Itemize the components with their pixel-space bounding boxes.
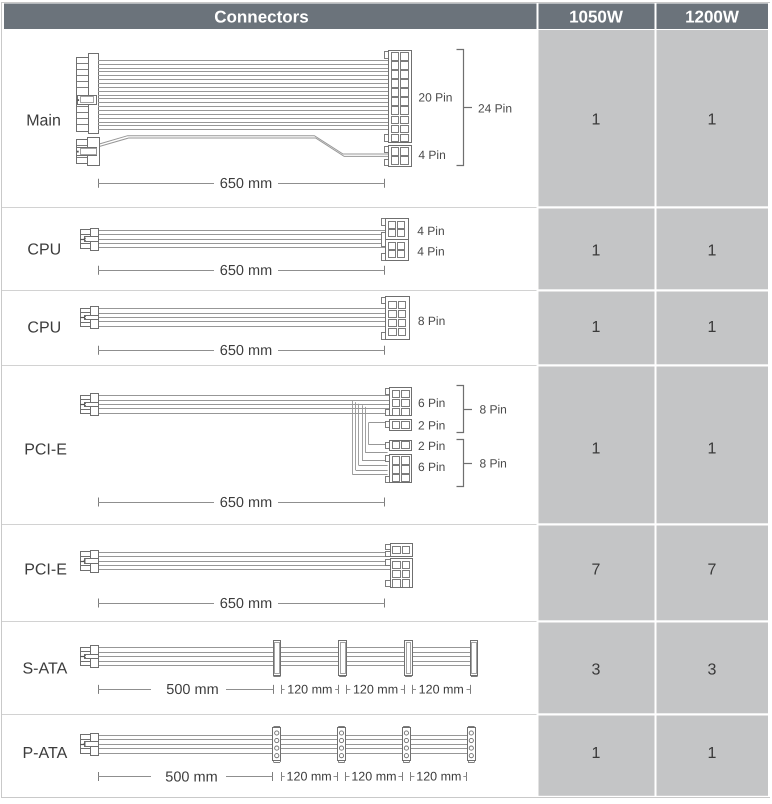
svg-text:120 mm: 120 mm bbox=[351, 770, 396, 784]
svg-text:PCI-E: PCI-E bbox=[24, 561, 67, 578]
svg-text:1: 1 bbox=[592, 111, 601, 128]
svg-text:3: 3 bbox=[592, 661, 601, 678]
svg-text:1: 1 bbox=[708, 441, 717, 458]
svg-text:650 mm: 650 mm bbox=[220, 495, 272, 511]
svg-text:650 mm: 650 mm bbox=[220, 263, 272, 279]
svg-text:650 mm: 650 mm bbox=[220, 176, 272, 192]
svg-text:CPU: CPU bbox=[27, 319, 61, 336]
svg-text:120 mm: 120 mm bbox=[419, 683, 464, 697]
svg-text:6 Pin: 6 Pin bbox=[418, 460, 445, 474]
svg-text:500 mm: 500 mm bbox=[166, 682, 218, 698]
svg-text:120 mm: 120 mm bbox=[353, 683, 398, 697]
svg-text:PCI-E: PCI-E bbox=[24, 442, 67, 459]
svg-text:P-ATA: P-ATA bbox=[23, 745, 68, 762]
svg-text:1: 1 bbox=[708, 243, 717, 260]
svg-text:24 Pin: 24 Pin bbox=[478, 101, 512, 115]
svg-text:1200W: 1200W bbox=[685, 7, 740, 26]
svg-text:4 Pin: 4 Pin bbox=[418, 148, 445, 162]
svg-text:Main: Main bbox=[26, 112, 61, 129]
svg-text:7: 7 bbox=[592, 562, 601, 579]
svg-text:8 Pin: 8 Pin bbox=[418, 314, 445, 328]
svg-text:1050W: 1050W bbox=[569, 7, 624, 26]
svg-text:6 Pin: 6 Pin bbox=[418, 396, 445, 410]
svg-text:1: 1 bbox=[592, 319, 601, 336]
svg-text:1: 1 bbox=[708, 111, 717, 128]
svg-text:7: 7 bbox=[708, 562, 717, 579]
svg-text:1: 1 bbox=[708, 319, 717, 336]
svg-text:8 Pin: 8 Pin bbox=[480, 456, 507, 470]
svg-text:Connectors: Connectors bbox=[214, 7, 308, 26]
svg-text:4 Pin: 4 Pin bbox=[417, 245, 444, 259]
svg-text:3: 3 bbox=[708, 661, 717, 678]
svg-text:CPU: CPU bbox=[27, 242, 61, 259]
svg-text:120 mm: 120 mm bbox=[287, 683, 332, 697]
svg-text:S-ATA: S-ATA bbox=[23, 661, 68, 678]
svg-text:1: 1 bbox=[708, 745, 717, 762]
svg-text:650 mm: 650 mm bbox=[220, 596, 272, 612]
svg-text:4 Pin: 4 Pin bbox=[417, 224, 444, 238]
svg-text:120 mm: 120 mm bbox=[416, 770, 461, 784]
svg-text:1: 1 bbox=[592, 745, 601, 762]
svg-text:2 Pin: 2 Pin bbox=[418, 419, 445, 433]
svg-text:500 mm: 500 mm bbox=[165, 769, 217, 785]
svg-text:2 Pin: 2 Pin bbox=[418, 439, 445, 453]
svg-text:1: 1 bbox=[592, 441, 601, 458]
svg-text:120 mm: 120 mm bbox=[287, 770, 332, 784]
svg-text:8 Pin: 8 Pin bbox=[480, 402, 507, 416]
svg-text:20 Pin: 20 Pin bbox=[418, 91, 452, 105]
svg-text:1: 1 bbox=[592, 243, 601, 260]
svg-text:650 mm: 650 mm bbox=[220, 343, 272, 359]
